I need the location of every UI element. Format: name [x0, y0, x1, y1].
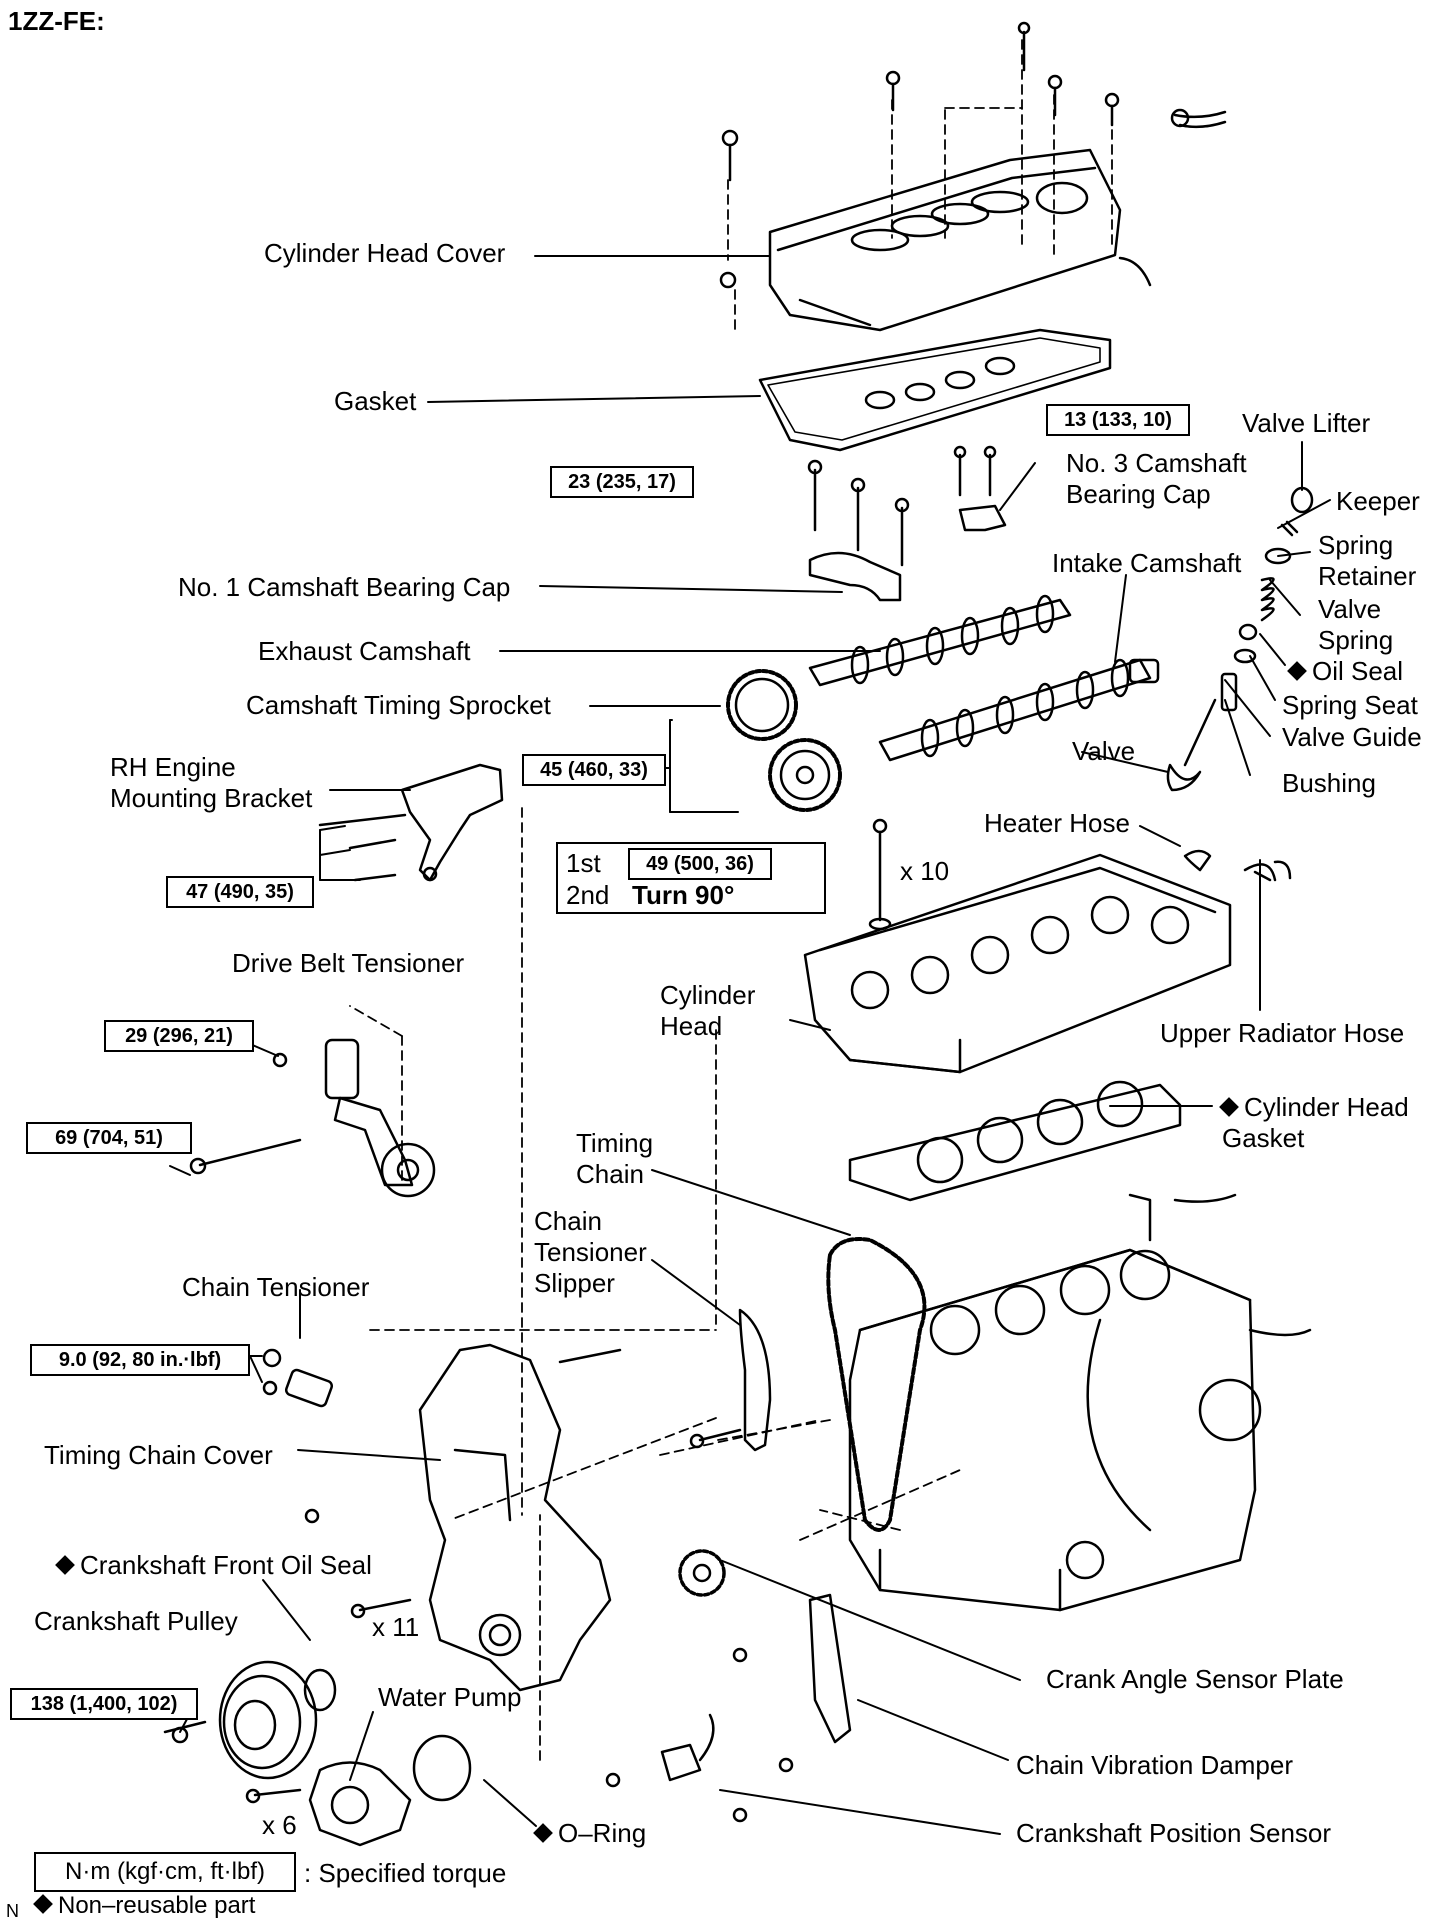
nonreusable-diamond-icon	[55, 1555, 75, 1575]
gasket-drawing	[758, 328, 1112, 452]
step-1-label: 1st	[566, 848, 601, 878]
label-bushing: Bushing	[1282, 768, 1376, 798]
label-crankshaft-pulley: Crankshaft Pulley	[34, 1606, 238, 1636]
label-valve-lifter: Valve Lifter	[1242, 408, 1371, 438]
nonreusable-diamond-icon	[1287, 661, 1307, 681]
valve-train-drawing	[1166, 486, 1314, 792]
legend-torque-description: : Specified torque	[304, 1858, 507, 1888]
label-keeper: Keeper	[1336, 486, 1420, 516]
label-crankshaft-position-sensor: Crankshaft Position Sensor	[1016, 1818, 1332, 1848]
crank-angle-plate-drawing	[678, 1549, 726, 1597]
torque-box-13: 13 (133, 10)	[1046, 404, 1190, 436]
label-valve-spring: Valve Spring	[1318, 594, 1394, 655]
timing-chain-cover-drawing	[304, 1343, 622, 1692]
drive-belt-tensioner-drawing	[189, 1038, 436, 1198]
nonreusable-diamond-icon	[1219, 1097, 1239, 1117]
nonreusable-diamond-icon	[33, 1894, 53, 1914]
cylinder-head-gasket-drawing	[848, 1080, 1182, 1202]
label-timing-chain: Timing Chain	[576, 1128, 654, 1189]
label-oil-seal-text: Oil Seal	[1312, 656, 1404, 686]
crankshaft-pulley-drawing	[163, 1660, 337, 1780]
camshaft-timing-sprocket-drawing	[726, 669, 842, 812]
label-chain-tensioner-slipper: Chain Tensioner Slipper	[534, 1206, 647, 1298]
label-valve-guide: Valve Guide	[1282, 722, 1422, 752]
label-crank-angle-sensor-plate: Crank Angle Sensor Plate	[1046, 1664, 1344, 1694]
label-oil-seal: Oil Seal	[1287, 656, 1404, 687]
label-drive-belt-tensioner: Drive Belt Tensioner	[232, 948, 465, 978]
crank-position-sensor-drawing	[605, 1647, 794, 1823]
timing-chain-drawing	[826, 1237, 927, 1532]
head-bolt-count: x 10	[900, 856, 950, 886]
camshaft-bearing-caps	[807, 445, 1007, 602]
cylinder-head-cover-drawing	[719, 21, 1227, 332]
torque-box-45: 45 (460, 33)	[522, 754, 666, 786]
torque-box-9: 9.0 (92, 80 in.·lbf)	[30, 1344, 250, 1376]
cylinder-block-drawing	[848, 1193, 1312, 1612]
torque-connectors	[169, 719, 739, 1733]
engine-title: 1ZZ-FE:	[8, 6, 105, 36]
label-timing-chain-cover: Timing Chain Cover	[44, 1440, 273, 1470]
dashed-guides	[349, 39, 1113, 1761]
label-cylinder-head-gasket-text: Cylinder Head Gasket	[1222, 1092, 1409, 1153]
corner-mark: N	[6, 1901, 19, 1921]
cover-bolt-count: x 11	[372, 1612, 420, 1642]
label-gasket: Gasket	[334, 386, 417, 416]
label-upper-radiator-hose: Upper Radiator Hose	[1160, 1018, 1405, 1048]
torque-box-23: 23 (235, 17)	[550, 466, 694, 498]
pump-bolt-count: x 6	[262, 1810, 297, 1840]
label-intake-camshaft: Intake Camshaft	[1052, 548, 1242, 578]
chain-tensioner-drawing	[262, 1348, 334, 1408]
label-water-pump: Water Pump	[378, 1682, 522, 1712]
label-o-ring: O–Ring	[533, 1818, 647, 1849]
legend-nonreusable: Non–reusable part	[33, 1890, 256, 1921]
label-exhaust-camshaft: Exhaust Camshaft	[258, 636, 471, 666]
label-no3-camshaft-bearing-cap: No. 3 Camshaft Bearing Cap	[1066, 448, 1247, 509]
label-crankshaft-front-oil-seal: Crankshaft Front Oil Seal	[55, 1550, 372, 1581]
step-2-label: 2nd	[566, 880, 610, 910]
rh-mount-bracket-drawing	[318, 763, 504, 882]
head-bolt-torque-steps: 1st 49 (500, 36) 2nd Turn 90°	[556, 842, 826, 914]
label-no1-camshaft-bearing-cap: No. 1 Camshaft Bearing Cap	[178, 572, 511, 602]
label-cylinder-head-cover: Cylinder Head Cover	[264, 238, 506, 268]
nonreusable-diamond-icon	[533, 1823, 553, 1843]
step-2-value: Turn 90°	[632, 880, 735, 910]
label-spring-retainer: Spring Retainer	[1318, 530, 1417, 591]
label-crankshaft-front-oil-seal-text: Crankshaft Front Oil Seal	[80, 1550, 372, 1580]
torque-box-29: 29 (296, 21)	[104, 1020, 254, 1052]
leader-lines	[262, 255, 1331, 1835]
label-cylinder-head-gasket: Cylinder Head Gasket	[1219, 1092, 1442, 1154]
legend-torque-units: N·m (kgf·cm, ft·lbf)	[34, 1852, 296, 1892]
label-chain-vibration-damper: Chain Vibration Damper	[1016, 1750, 1293, 1780]
label-heater-hose: Heater Hose	[984, 808, 1130, 838]
torque-box-69: 69 (704, 51)	[26, 1122, 192, 1154]
legend-nonreusable-text: Non–reusable part	[58, 1892, 256, 1919]
label-valve: Valve	[1072, 736, 1136, 766]
label-camshaft-timing-sprocket: Camshaft Timing Sprocket	[246, 690, 551, 720]
camshafts-drawing	[808, 594, 1160, 762]
torque-box-138: 138 (1,400, 102)	[10, 1688, 198, 1720]
label-rh-engine-mounting-bracket: RH Engine Mounting Bracket	[110, 752, 313, 813]
label-spring-seat: Spring Seat	[1282, 690, 1418, 720]
chain-slipper-drawing	[689, 1308, 852, 1744]
label-cylinder-head: Cylinder Head	[660, 980, 756, 1041]
label-chain-tensioner: Chain Tensioner	[182, 1272, 370, 1302]
label-o-ring-text: O–Ring	[558, 1818, 647, 1848]
torque-box-47: 47 (490, 35)	[166, 876, 314, 908]
torque-box-49: 49 (500, 36)	[628, 848, 772, 880]
water-pump-drawing	[245, 1734, 472, 1847]
cylinder-head-drawing	[803, 818, 1292, 1074]
